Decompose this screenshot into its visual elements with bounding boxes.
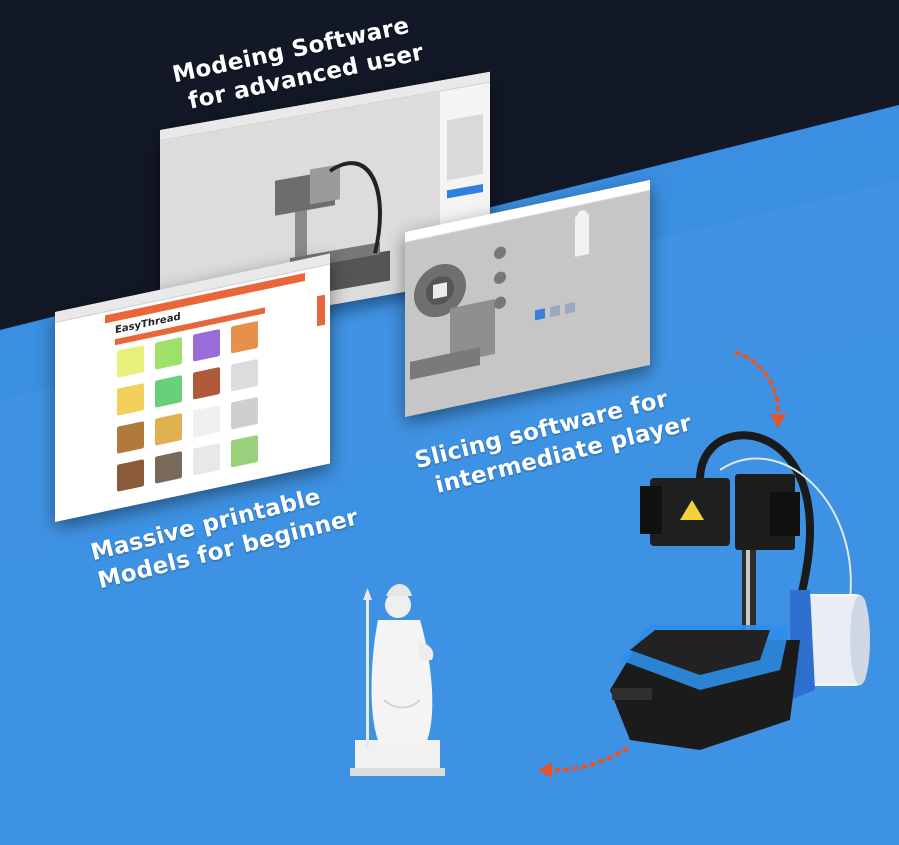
arrow-to-printer: [734, 350, 781, 419]
arrow-to-statue: [547, 746, 630, 773]
slicing-viewport: [405, 190, 650, 417]
slicing-software-window: [405, 179, 650, 417]
